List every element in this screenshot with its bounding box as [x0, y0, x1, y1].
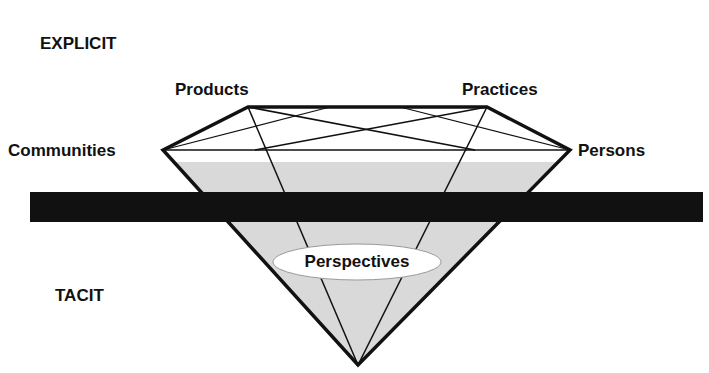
facet-line: [248, 107, 358, 365]
facet-line: [163, 107, 330, 150]
corner-label: Persons: [578, 141, 645, 161]
facet-line: [248, 107, 475, 150]
diamond-outline: [163, 107, 570, 365]
facet-line: [358, 107, 487, 365]
corner-label: Products: [175, 80, 249, 100]
layer-heading: EXPLICIT: [40, 34, 117, 54]
facet-line: [400, 107, 570, 150]
corner-label: Communities: [8, 141, 116, 161]
corner-label: Practices: [462, 80, 538, 100]
girdle-line: [163, 149, 570, 151]
node-label: Perspectives: [305, 252, 410, 272]
facet-line: [255, 107, 487, 150]
perspective-ellipse: Perspectives: [272, 243, 442, 281]
layer-heading: TACIT: [55, 286, 104, 306]
waterline-band: [30, 192, 703, 222]
